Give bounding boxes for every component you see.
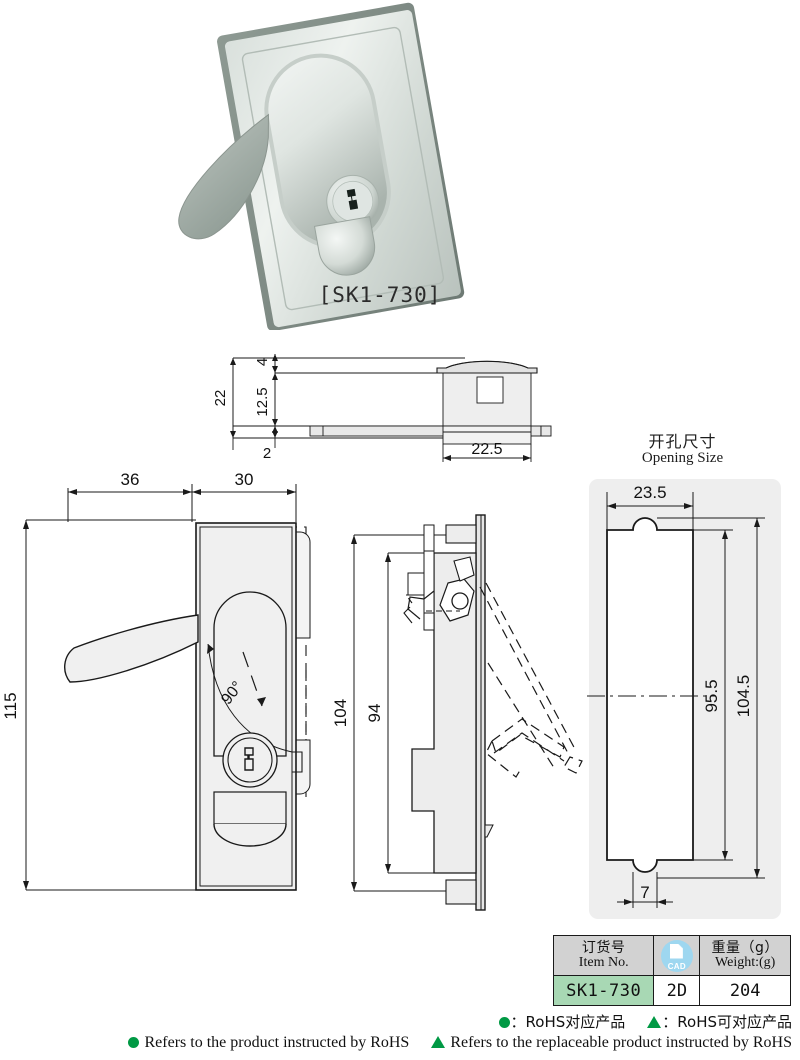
opening-size-title-en: Opening Size: [641, 450, 724, 466]
legend-english: Refers to the product instructed by RoHS…: [0, 1034, 792, 1052]
side-section-view: 104 94: [331, 514, 583, 911]
opening-size-view: 23.5 95.5 104.5 7: [587, 483, 765, 908]
legend-chinese: ：RoHS对应产品 ：RoHS可对应产品: [0, 1011, 792, 1032]
rohs-circle-icon: [498, 1017, 510, 1028]
header-weight: 重量（g） Weight:(g): [699, 935, 791, 976]
opening-size-title-cn: 开孔尺寸: [648, 432, 717, 451]
cell-cad[interactable]: 2D: [653, 975, 701, 1006]
rohs-triangle-icon: [647, 1016, 662, 1028]
header-item-no-en: Item No.: [578, 954, 629, 970]
product-photo: [SK1-730]: [170, 0, 590, 330]
table-header-row: 订货号 Item No. CAD 重量（g） Weight:(g): [552, 935, 791, 976]
header-weight-cn: 重量（g）: [711, 939, 779, 956]
header-weight-en: Weight:(g): [715, 954, 776, 970]
opening-size-title: 开孔尺寸 Opening Size: [565, 434, 800, 466]
document-glyph: [669, 943, 683, 959]
header-cad[interactable]: CAD: [653, 935, 701, 976]
dim-top-depth: 22.5: [471, 441, 502, 458]
dim-top-cap-height: 4: [254, 358, 271, 366]
legend-cn-circle-text: ：RoHS对应产品: [510, 1013, 626, 1031]
item-table: 订货号 Item No. CAD 重量（g） Weight:(g) SK1-73…: [552, 935, 791, 1006]
dim-top-plate-thickness: 2: [263, 445, 271, 462]
header-item-no-cn: 订货号: [581, 939, 626, 956]
dim-opening-notch-width: 7: [640, 883, 649, 902]
legend-cn-triangle-text: ：RoHS可对应产品: [662, 1013, 792, 1031]
dim-front-handle-length: 36: [121, 470, 140, 489]
legend-en-triangle-text: Refers to the replaceable product instru…: [450, 1034, 792, 1051]
cell-weight: 204: [699, 975, 791, 1006]
cad-icon-label: CAD: [667, 961, 686, 971]
product-photo-render: [178, 2, 465, 330]
legend-en-circle-text: Refers to the product instructed by RoHS: [144, 1034, 410, 1051]
rohs-triangle-icon-en: [431, 1036, 446, 1048]
dim-opening-inner-height: 95.5: [702, 679, 721, 712]
dim-front-body-width: 30: [235, 470, 254, 489]
dim-opening-width: 23.5: [633, 483, 666, 502]
dim-side-overall: 104: [331, 699, 350, 727]
cell-item-no: SK1-730: [552, 975, 655, 1006]
cad-document-icon[interactable]: CAD: [660, 939, 693, 972]
dim-top-total-height: 22: [215, 390, 229, 407]
header-item-no: 订货号 Item No.: [552, 935, 655, 976]
table-row: SK1-730 2D 204: [552, 975, 791, 1006]
dim-front-total-height: 115: [1, 692, 20, 719]
dim-opening-outer-height: 104.5: [734, 675, 753, 718]
top-profile-view: 22 12.5 4 2 22.5: [215, 354, 552, 462]
product-caption: [SK1-730]: [318, 283, 442, 307]
front-view: 36 30 115 90°: [1, 470, 311, 891]
rohs-circle-icon-en: [128, 1037, 140, 1048]
dim-top-body-height: 12.5: [254, 387, 271, 416]
dim-side-inner: 94: [365, 704, 384, 723]
